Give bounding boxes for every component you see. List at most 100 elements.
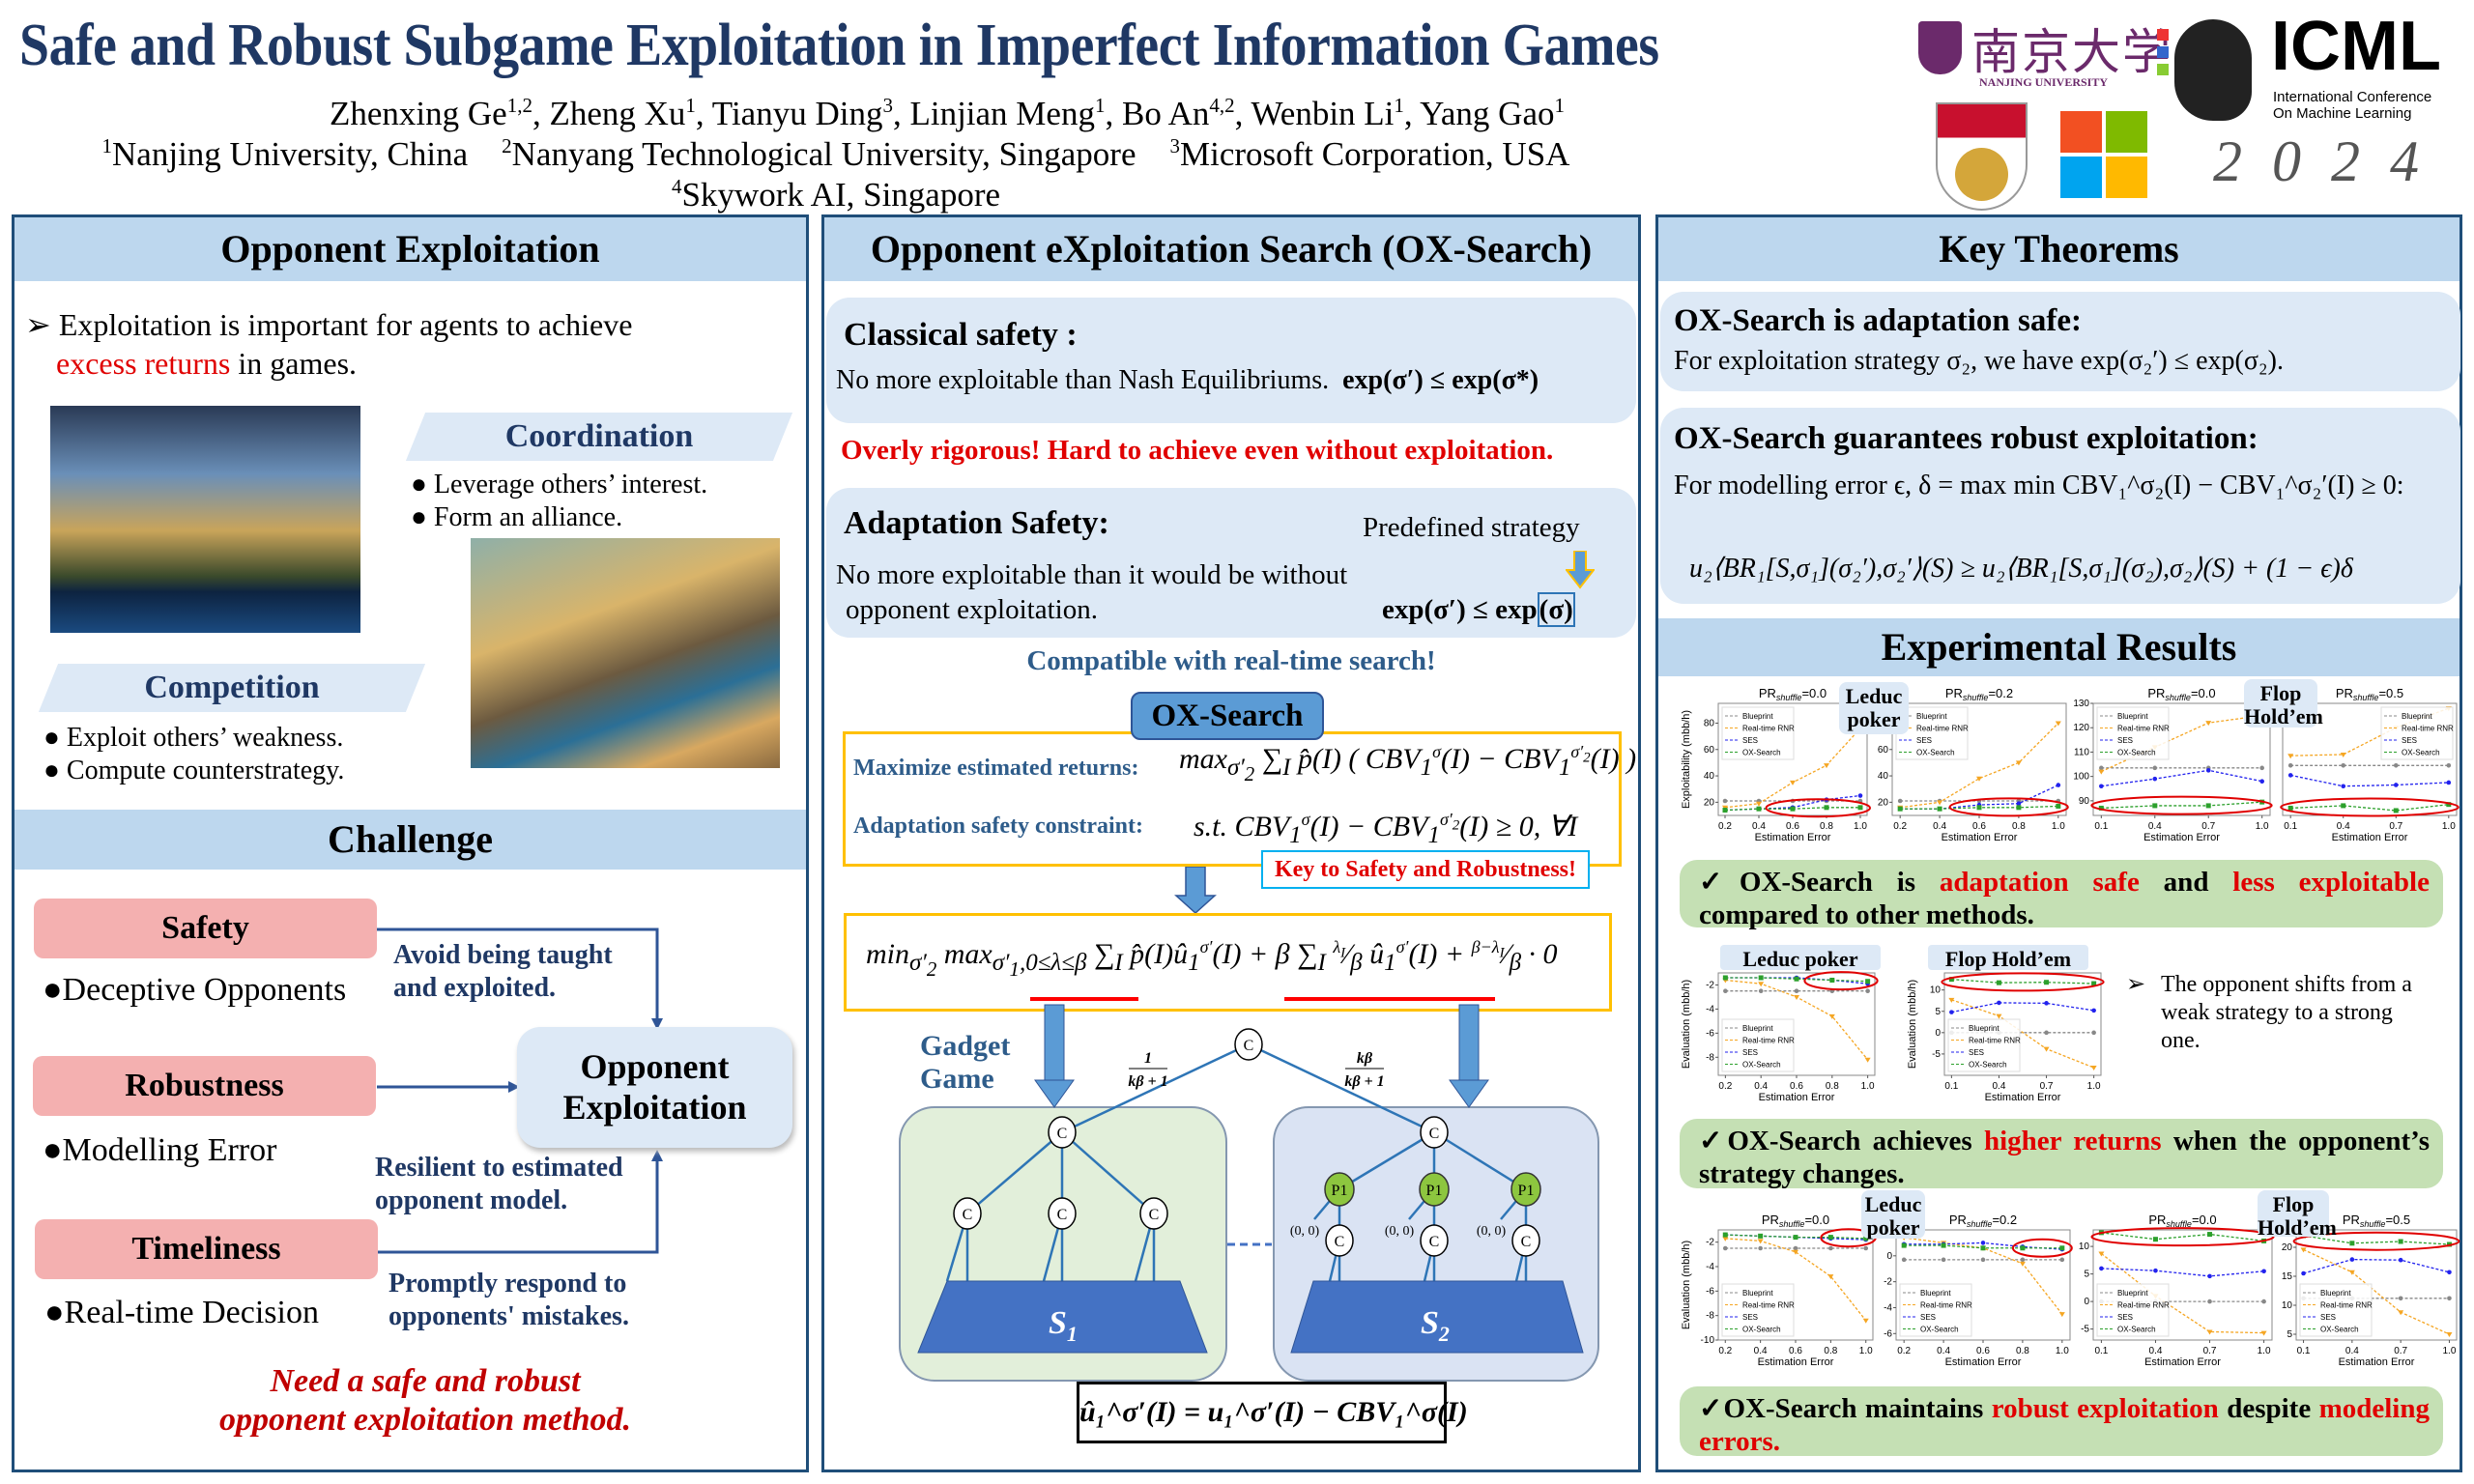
affiliation: 2Nanyang Technological University, Singa… [502, 134, 1136, 173]
nju-crest-logo [1918, 21, 1962, 74]
data-point [2301, 1270, 2306, 1276]
data-point [1865, 979, 1871, 985]
x-tick-label: 1.0 [2087, 1081, 2101, 1092]
x-axis-label: Estimation Error [2339, 1356, 2415, 1368]
chance-node-label: C [1057, 1207, 1068, 1223]
min-max-formula: minσ′2 maxσ′1,0≤λ≤β ∑I p̂(I)û1σ′(I) + β … [866, 937, 1558, 981]
y-tick-label: -8 [1706, 1311, 1714, 1322]
data-point [1863, 1245, 1869, 1251]
series-line-ses [1951, 1002, 2094, 1013]
min-max-formula-box: minσ′2 maxσ′1,0≤λ≤β ∑I p̂(I)û1σ′(I) + β … [844, 913, 1612, 1012]
x-tick-label: 0.1 [2297, 1346, 2311, 1356]
x-axis-label: Estimation Error [1985, 1092, 2061, 1103]
title-subscript: shuffle [1967, 1219, 1993, 1229]
zero-payoff-label: (0, 0) [1385, 1224, 1415, 1239]
data-point [1864, 1057, 1871, 1063]
ntu-crest-logo [1936, 102, 2028, 211]
ox-search-objective-box: Maximize estimated returns: maxσ′2 ∑I p̂… [843, 731, 1636, 867]
microsoft-logo [2060, 111, 2147, 198]
data-point [2043, 1046, 2050, 1052]
chance-node: C [1420, 1224, 1449, 1257]
data-point [1793, 1235, 1798, 1241]
data-point [1790, 806, 1796, 812]
y-tick-label: 60 [1878, 745, 1889, 756]
title-subscript: shuffle [2166, 1219, 2192, 1229]
legend-label: Real-time RNR [2402, 725, 2454, 733]
legend-label: Real-time RNR [1920, 1301, 1972, 1310]
data-point [1758, 975, 1764, 981]
y-tick-label: 40 [1878, 771, 1889, 782]
y-tick-label: -4 [1706, 1004, 1714, 1014]
player-node: P1 [1324, 1172, 1355, 1207]
data-point [1976, 805, 1982, 811]
finding-1: ✓OX-Search is adaptation safe and less e… [1680, 860, 2443, 930]
data-point [2349, 1257, 2355, 1262]
x-tick-label: 0.6 [1789, 1346, 1802, 1356]
series-line-ox-search [1725, 977, 1868, 983]
y-tick-label: -2 [1706, 980, 1714, 990]
classical-safety-title: Classical safety : [844, 317, 1078, 353]
affiliation: 4Skywork AI, Singapore [671, 175, 1001, 214]
leduc-label: Leduc poker [1861, 1190, 1925, 1240]
legend-label: SES [1969, 1048, 1984, 1057]
author: Bo An4,2, [1121, 94, 1251, 132]
data-point [2152, 803, 2158, 809]
data-point [2446, 763, 2452, 768]
title-suffix: =0.0 [2192, 1213, 2217, 1227]
theorem-text: For exploitation strategy σ₂, we have ex… [1674, 346, 2284, 376]
series-line-ses [2101, 1268, 2264, 1277]
adaptation-formula: exp(σ′) ≤ exp(σ) [1382, 592, 1575, 627]
legend-label: Blueprint [2117, 712, 2148, 721]
title-subscript: shuffle [1776, 693, 1802, 702]
legend-label: SES [2117, 1313, 2133, 1322]
data-point [2019, 1261, 2026, 1267]
data-point [2205, 721, 2212, 727]
data-point [2259, 779, 2264, 784]
x-tick-label: 0.2 [1893, 821, 1907, 832]
title-prefix: PR [2343, 1213, 2360, 1227]
x-tick-label: 0.1 [1944, 1081, 1958, 1092]
data-point [2446, 1332, 2453, 1337]
highlight-ellipse [1948, 797, 2069, 817]
data-point [2059, 1257, 2065, 1263]
arrow-left [1034, 1004, 1075, 1108]
data-point [2398, 1296, 2403, 1301]
y-tick-label: 120 [2073, 723, 2089, 733]
x-tick-label: 1.0 [1854, 821, 1867, 832]
x-tick-label: 0.2 [1718, 821, 1732, 832]
title-prefix: PR [1762, 1213, 1779, 1227]
highlight-ellipse [1803, 971, 1879, 991]
legend-label: Blueprint [1742, 712, 1773, 721]
subgame-1-label: S1 [1049, 1305, 1078, 1346]
author: Wenbin Li1, [1251, 94, 1421, 132]
nju-logo-subtext: NANJING UNIVERSITY [1979, 75, 2109, 89]
x-tick-label: 0.4 [2345, 1346, 2359, 1356]
leduc-label: Leduc poker [1839, 682, 1909, 734]
data-point [2099, 765, 2104, 771]
chance-node-label: C [1335, 1234, 1345, 1250]
highlight-ellipse [2090, 1227, 2275, 1247]
flop-label: Flop Hold’em [2244, 679, 2323, 728]
data-point [1857, 805, 1863, 811]
y-tick-label: -4 [1706, 1262, 1714, 1272]
y-tick-label: -6 [1884, 1328, 1892, 1339]
legend-label: OX-Search [1969, 1061, 2007, 1070]
y-tick-label: 0 [2084, 1297, 2089, 1307]
x-tick-label: 0.1 [2284, 821, 2297, 832]
player-node-circle [1324, 1172, 1355, 1207]
x-axis-label: Estimation Error [1945, 1356, 2022, 1368]
y-axis-label: Evaluation (mbb/h) [1681, 1241, 1692, 1329]
title-subscript: shuffle [2165, 693, 2191, 702]
x-tick-label: 0.6 [1786, 821, 1799, 832]
data-point [1857, 793, 1863, 798]
competition-bullets: ● Exploit others’ weakness. ● Compute co… [43, 723, 345, 785]
highlight-ellipse [2292, 1231, 2460, 1251]
series-line-real-time-rnr [1951, 999, 2094, 1069]
down-arrow-icon [1174, 867, 1217, 915]
legend-label: OX-Search [2320, 1326, 2359, 1334]
